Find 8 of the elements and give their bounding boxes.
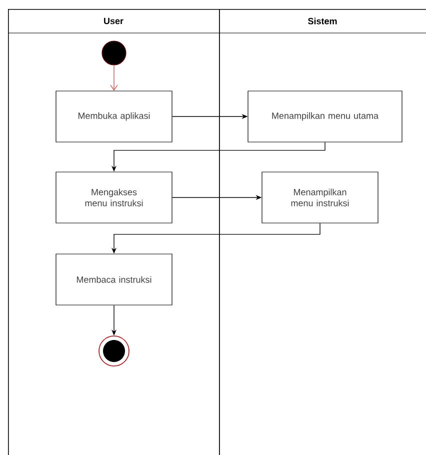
activity-box: Menampilkan menu utama (248, 90, 402, 142)
activity-box: Membuka aplikasi (56, 90, 172, 142)
activity-box: Mengakses menu instruksi (56, 172, 172, 224)
start-node (102, 40, 126, 66)
activity-box: Membaca instruksi (56, 254, 172, 306)
arrow (110, 64, 118, 91)
end-node (98, 336, 130, 366)
activity-box: Menampilkan menu instruksi (262, 172, 378, 224)
